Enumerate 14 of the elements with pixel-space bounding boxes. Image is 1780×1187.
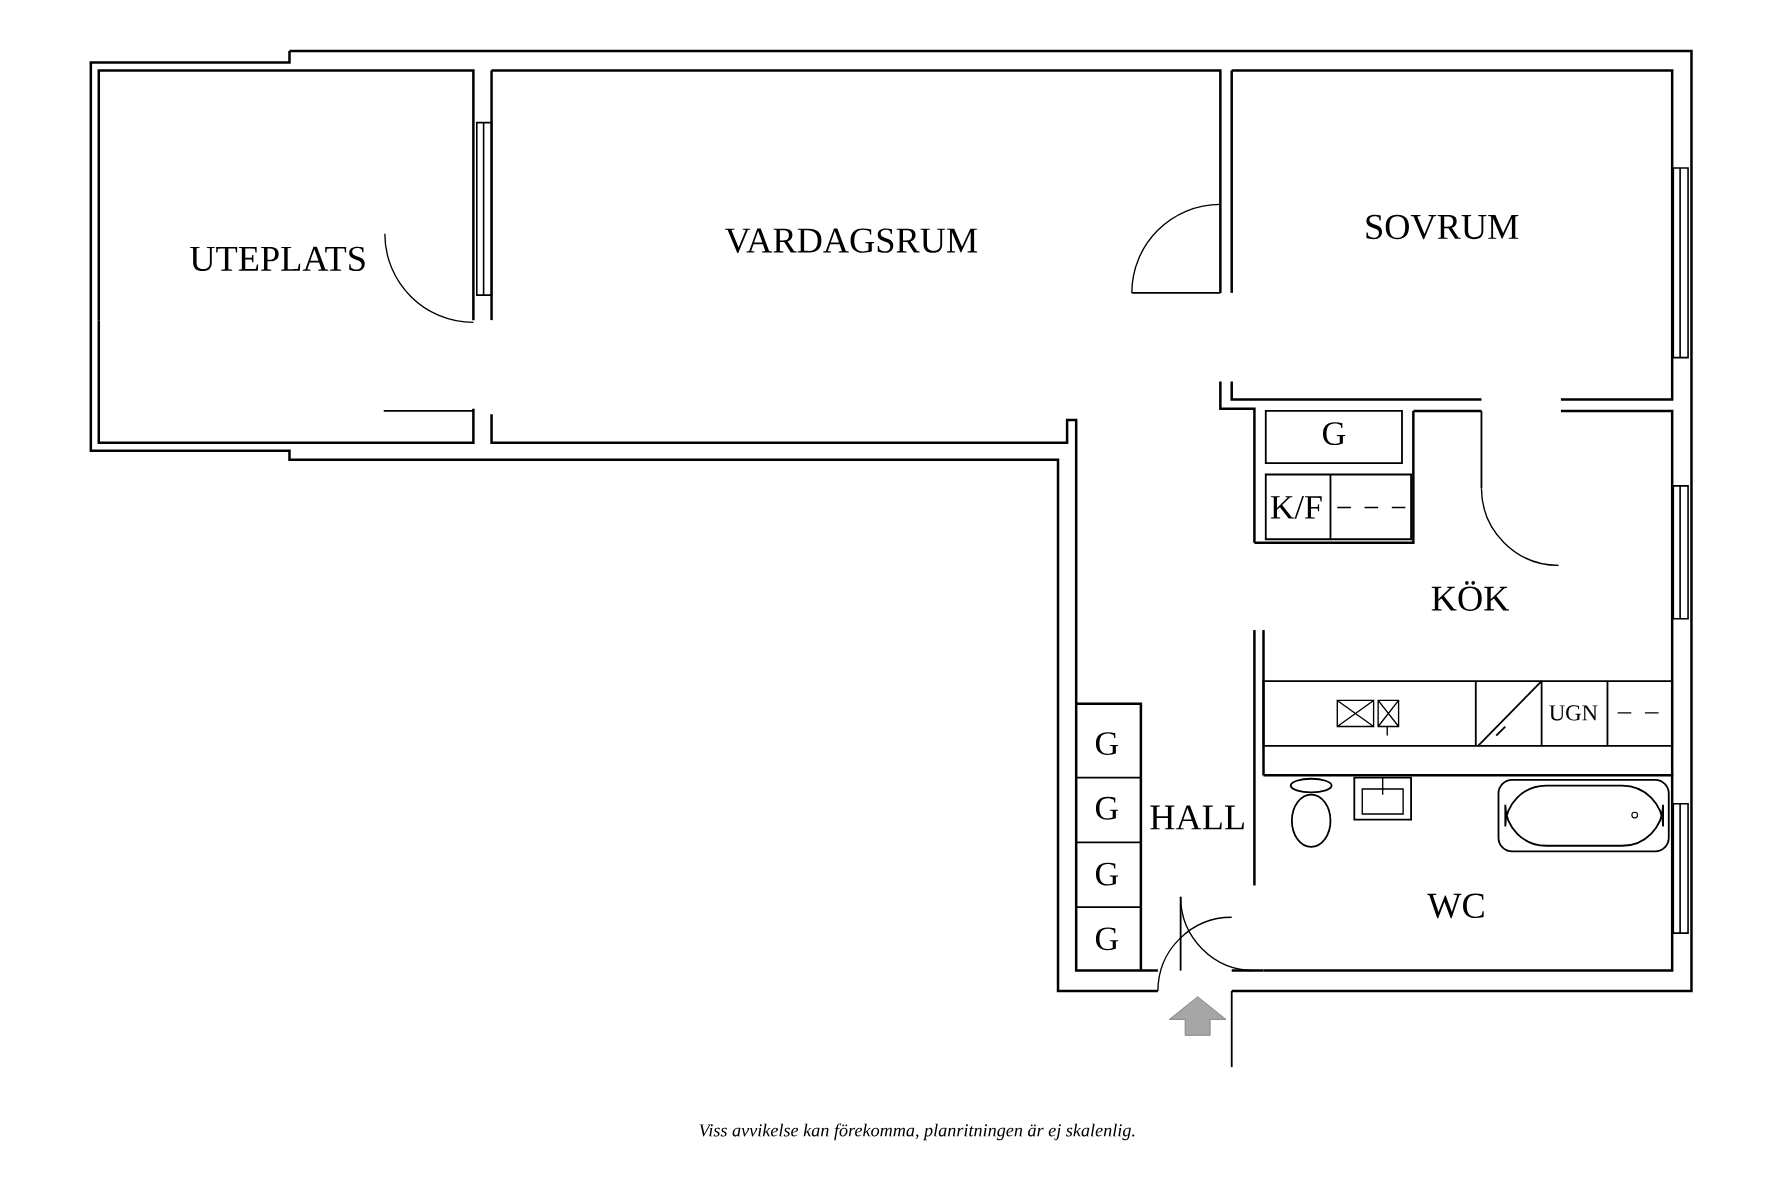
- disclaimer-note: Viss avvikelse kan förekomma, planritningen är ej skalenlig.: [699, 1123, 1135, 1140]
- room-label: KÖK: [1431, 580, 1510, 611]
- room-label: WC: [1427, 893, 1484, 918]
- room-label: HALL: [1150, 805, 1244, 830]
- appliance-label: UGN: [1549, 705, 1598, 721]
- cabinet-label: K/F: [1270, 495, 1322, 519]
- cabinet-label: G: [1095, 862, 1119, 886]
- cabinet-label: G: [1095, 927, 1119, 951]
- cabinet-label: G: [1095, 796, 1119, 820]
- cabinet-label: G: [1322, 422, 1346, 445]
- room-label: VARDAGSRUM: [724, 228, 978, 253]
- room-label: SOVRUM: [1366, 214, 1519, 240]
- room-label: UTEPLATS: [190, 246, 365, 271]
- cabinet-label: G: [1095, 731, 1119, 755]
